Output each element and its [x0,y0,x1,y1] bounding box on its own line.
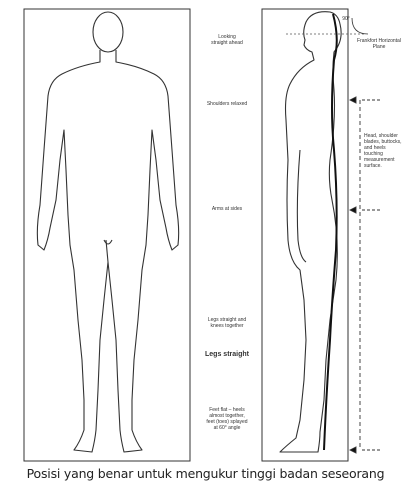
label-feet: Feet flat – heels almost together, feet … [194,407,260,431]
label-angle: 90° [338,16,354,22]
contact-line [324,14,337,450]
label-frankfort-plane: Frankfort Horizontal Plane [352,38,406,50]
label-legs-knees: Legs straight and knees together [194,317,260,329]
front-body-outline [37,12,178,452]
label-looking-straight: Looking straight ahead [196,34,258,46]
label-shoulders: Shoulders relaxed [194,101,260,107]
label-legs-straight: Legs straight [194,351,260,359]
side-view-frame [262,9,348,461]
angle-arc [352,18,368,34]
label-head-contact: Head, shoulder blades, buttocks, and hee… [364,133,410,169]
label-arms: Arms at sides [196,206,258,212]
caption: Posisi yang benar untuk mengukur tinggi … [0,466,411,481]
